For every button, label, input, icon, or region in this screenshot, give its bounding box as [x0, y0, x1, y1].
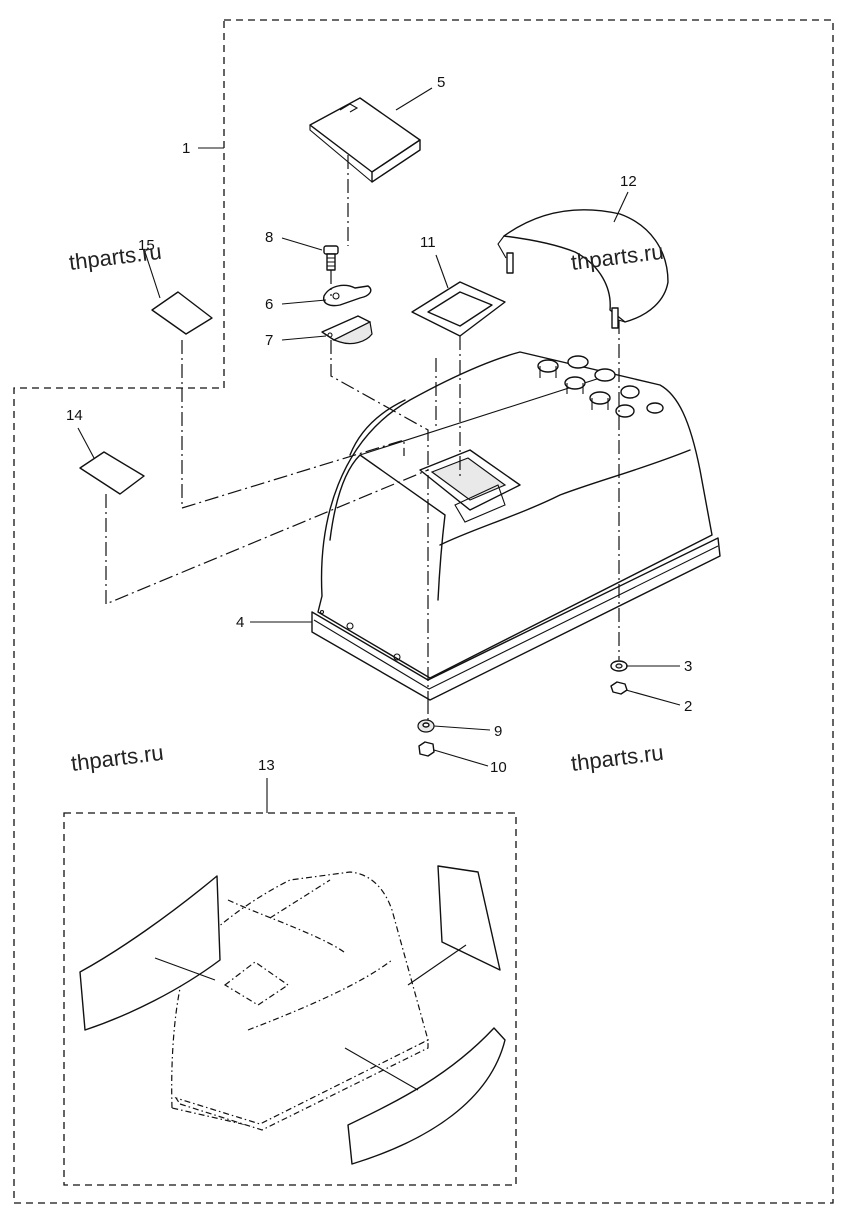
- callout-1: 1: [182, 140, 190, 157]
- watermark-bottom-left: thparts.ru: [70, 740, 165, 776]
- part-12-cover: [497, 209, 669, 329]
- callout-leaders: [77, 87, 681, 813]
- part-2-nut: [610, 681, 628, 695]
- decal-kit-boundary: [63, 812, 517, 1186]
- callout-8: 8: [265, 229, 273, 246]
- part-7-bracket: [321, 315, 373, 345]
- part-3-washer: [610, 660, 628, 672]
- assembly-center-lines: [105, 155, 620, 720]
- part-8-bolt: [323, 245, 339, 271]
- callout-14: 14: [66, 407, 83, 424]
- callout-numbers: 1 2 3 4 5 6 7 8 9 10 11 12 13 14 15: [66, 74, 692, 776]
- callout-4: 4: [236, 614, 244, 631]
- callout-7: 7: [265, 332, 273, 349]
- callout-6: 6: [265, 296, 273, 313]
- callout-2: 2: [684, 698, 692, 715]
- assembly-boundary-outer: [13, 19, 834, 1204]
- callout-15: 15: [138, 237, 155, 254]
- callout-9: 9: [494, 723, 502, 740]
- callout-10: 10: [490, 759, 507, 776]
- callout-11: 11: [420, 234, 436, 251]
- part-10-nut: [418, 741, 435, 757]
- part-15-label: [151, 291, 213, 335]
- part-11-seal: [411, 281, 506, 337]
- part-5-plate: [309, 97, 421, 183]
- callout-12: 12: [620, 173, 637, 190]
- part-14-label: [79, 451, 145, 495]
- part-6-clip: [323, 284, 372, 307]
- cowling-bosses: [537, 355, 664, 418]
- callout-13: 13: [258, 757, 275, 774]
- watermark-bottom-right: thparts.ru: [570, 740, 665, 776]
- part-9-washer: [417, 719, 435, 733]
- callout-3: 3: [684, 658, 692, 675]
- callout-5: 5: [437, 74, 445, 91]
- watermark-top-left: thparts.ru: [68, 239, 163, 275]
- top-cowling: [311, 351, 721, 701]
- part-13-decal-kit: [79, 865, 506, 1165]
